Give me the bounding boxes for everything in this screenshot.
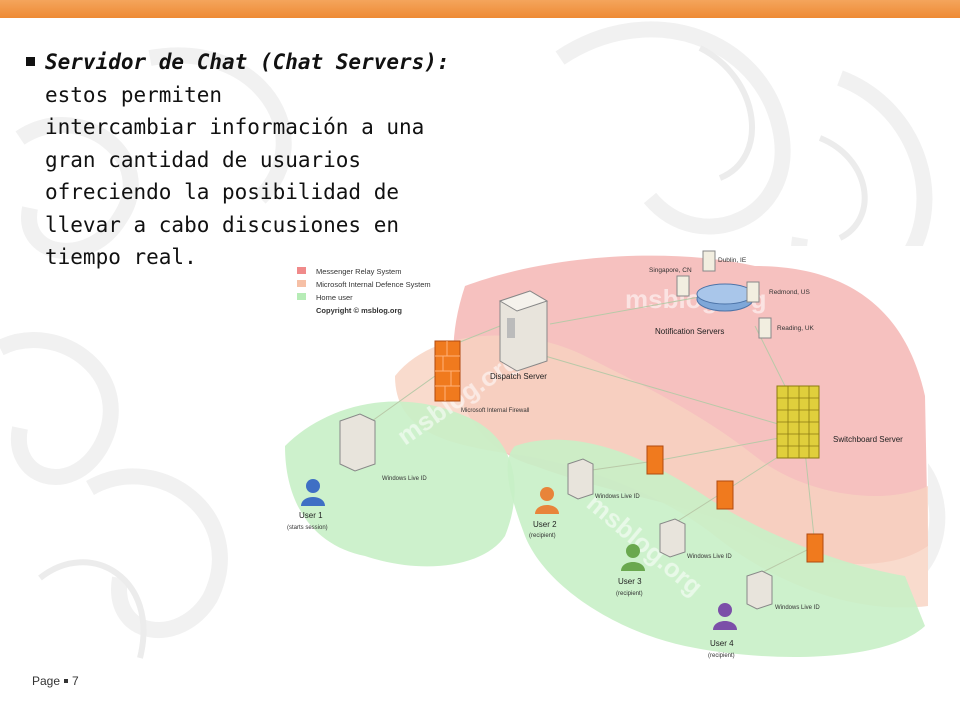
user2-windows-live-id: Windows Live ID [595,494,640,500]
bullet-paragraph: Servidor de Chat (Chat Servers): estos p… [26,46,496,274]
notification-servers-icon [676,250,772,339]
firewall-label: Microsoft Internal Firewall [461,408,529,414]
user1-avatar [301,479,325,506]
legend: Messenger Relay System Microsoft Interna… [297,267,431,315]
bullet-description: estos permiten intercambiar información … [45,82,425,270]
square-bullet-icon [26,57,35,66]
location-redmond: Redmond, US [769,289,810,296]
user4-server-icon [746,570,773,610]
user4-windows-live-id: Windows Live ID [775,605,820,611]
user2-role: (recipient) [529,533,556,539]
small-firewall-icons [646,445,824,563]
location-reading: Reading, UK [777,325,815,332]
user3-windows-live-id: Windows Live ID [687,554,732,560]
chat-server-diagram: Messenger Relay System Microsoft Interna… [285,246,928,663]
firewall-icon [434,340,461,402]
dispatch-server-icon [498,290,549,372]
page-label: Page [32,674,61,688]
copyright-text: Copyright © msblog.org [316,306,402,315]
dispatch-server-label: Dispatch Server [490,372,547,381]
user2-avatar [535,487,559,514]
user4-name: User 4 [710,639,734,648]
switchboard-server-icon [776,385,820,459]
bullet-body: Servidor de Chat (Chat Servers): estos p… [45,46,496,274]
home-user-region-recipients [507,439,925,657]
user1-server-icon [339,413,376,472]
location-dublin: Dublin, IE [718,257,747,264]
legend-label-home: Home user [316,293,353,302]
switchboard-server-label: Switchboard Server [833,435,903,444]
user3-role: (recipient) [616,591,643,597]
user1-windows-live-id: Windows Live ID [382,476,427,482]
legend-label-defence: Microsoft Internal Defence System [316,280,431,289]
user3-avatar [621,544,645,571]
footer-separator-icon [64,678,69,683]
page-number: 7 [72,674,79,688]
bullet-title: Servidor de Chat (Chat Servers): [45,50,450,74]
user2-server-icon [567,458,594,500]
user2-name: User 2 [533,520,557,529]
top-accent-bar [0,0,960,18]
user3-server-icon [659,518,686,558]
user1-name: User 1 [299,511,323,520]
user1-role: (starts session) [287,525,328,531]
user4-role: (recipient) [708,653,735,659]
location-singapore: Singapore, CN [649,267,692,274]
user3-name: User 3 [618,577,642,586]
legend-label-relay: Messenger Relay System [316,267,401,276]
page-footer: Page 7 [32,674,79,688]
user4-avatar [713,603,737,630]
notification-servers-label: Notification Servers [655,327,724,336]
